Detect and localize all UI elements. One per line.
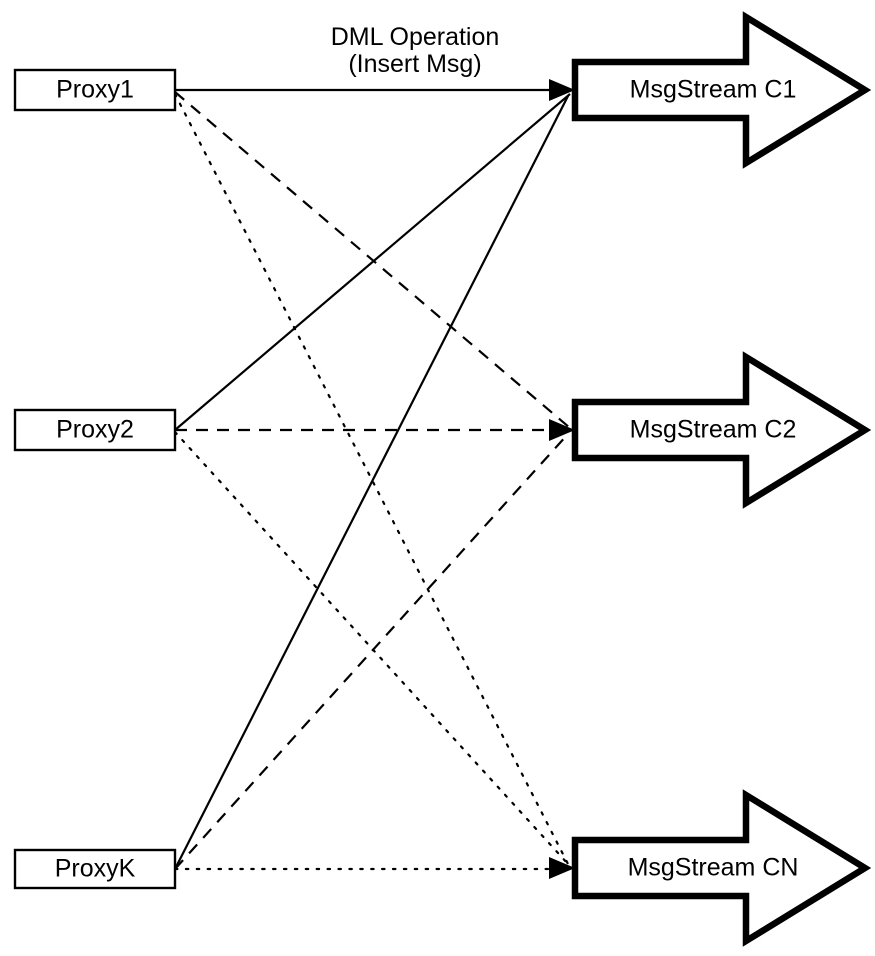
msgstream-arrow-shape xyxy=(571,11,872,169)
arrowhead-head-c2 xyxy=(549,419,575,441)
msgstream-node-c1[interactable]: MsgStream C1 xyxy=(571,11,872,169)
msgstream-node-c2[interactable]: MsgStream C2 xyxy=(571,351,872,509)
msgstream-node-cn[interactable]: MsgStream CN xyxy=(571,789,872,947)
proxy-box-shape xyxy=(13,68,177,112)
proxy-label: Proxy2 xyxy=(56,416,134,444)
proxy-box-shape xyxy=(13,408,177,452)
msgstream-label: MsgStream CN xyxy=(628,854,799,882)
arrowheads-layer xyxy=(549,79,575,879)
edge-proxyK-c1 xyxy=(174,95,569,870)
edge-proxy2-cn xyxy=(173,430,570,866)
proxy-label: ProxyK xyxy=(55,855,136,883)
proxy-box-shape xyxy=(13,848,177,890)
msgstream-arrow-shape xyxy=(571,789,872,947)
proxy-node-proxy2[interactable]: Proxy2 xyxy=(13,408,177,452)
msgstream-arrow-shape xyxy=(571,351,872,509)
msgstream-label: MsgStream C2 xyxy=(630,416,797,444)
edge-proxy2-c1 xyxy=(174,93,571,431)
proxy-node-proxy1[interactable]: Proxy1 xyxy=(13,68,177,112)
proxy-node-proxyK[interactable]: ProxyK xyxy=(13,848,177,890)
arrowhead-head-cn xyxy=(549,857,575,879)
proxy-label: Proxy1 xyxy=(56,76,134,104)
msgstream-label: MsgStream C1 xyxy=(630,76,797,104)
edge-proxy1-c2 xyxy=(174,91,571,429)
msgstream-nodes-layer: MsgStream C1 MsgStream C2 MsgStream CN xyxy=(571,11,872,947)
edge-proxy1-cn xyxy=(173,92,570,866)
edge-proxyK-c2 xyxy=(174,433,569,870)
dml-operation-annotation: DML Operation (Insert Msg) xyxy=(331,23,500,78)
annotation-line-1: DML Operation xyxy=(331,23,500,51)
annotation-line-2: (Insert Msg) xyxy=(348,50,481,78)
edges-layer xyxy=(173,88,572,871)
arrowhead-head-c1 xyxy=(549,79,575,101)
